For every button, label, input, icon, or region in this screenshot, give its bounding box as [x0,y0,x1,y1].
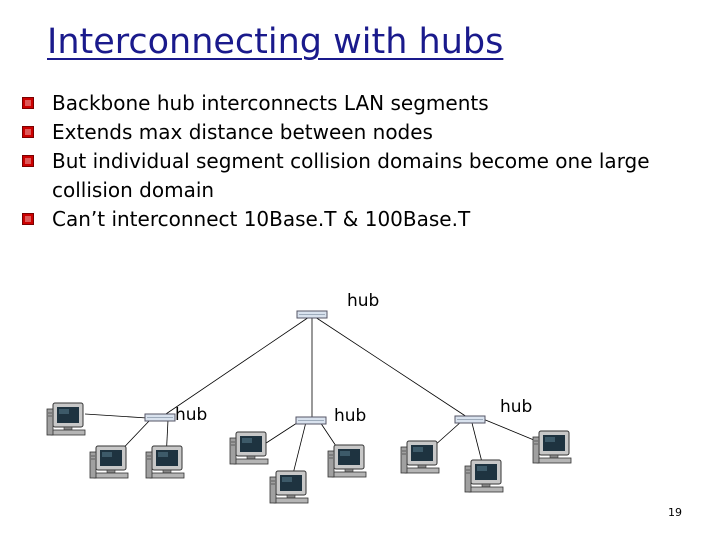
bullet-checkbox-icon [22,97,34,109]
bullet-text: Can’t interconnect 10Base.T & 100Base.T [52,207,471,231]
desktop-computer-icon [269,470,309,504]
bullet-checkbox-icon [22,213,34,225]
desktop-computer-icon [229,431,269,465]
bullet-item: Extends max distance between nodes [22,118,712,147]
bullet-list: Backbone hub interconnects LAN segments … [22,89,712,234]
bullet-item: Backbone hub interconnects LAN segments [22,89,712,118]
bullet-checkbox-icon [22,155,34,167]
bullet-text: Extends max distance between nodes [52,120,433,144]
desktop-computer-icon [46,402,86,436]
bullet-checkbox-icon [22,126,34,138]
hub-device-icon [295,416,327,425]
bullet-text: Backbone hub interconnects LAN segments [52,91,489,115]
page-number: 19 [668,506,682,519]
desktop-computer-icon [145,445,185,479]
hub-label-right: hub [500,397,532,417]
desktop-computer-icon [89,445,129,479]
desktop-computer-icon [464,459,504,493]
hub-device-icon [454,415,486,424]
slide-title: Interconnecting with hubs [47,22,504,62]
desktop-computer-icon [400,440,440,474]
hub-label-middle: hub [334,406,366,426]
bullet-text: But individual segment collision domains… [52,149,650,202]
desktop-computer-icon [327,444,367,478]
hub-device-icon [296,310,328,319]
hub-label-left: hub [175,405,207,425]
desktop-computer-icon [532,430,572,464]
bullet-item: Can’t interconnect 10Base.T & 100Base.T [22,205,712,234]
bullet-item: But individual segment collision domains… [22,147,712,205]
hub-device-icon [144,413,176,422]
hub-label-backbone: hub [347,291,379,311]
